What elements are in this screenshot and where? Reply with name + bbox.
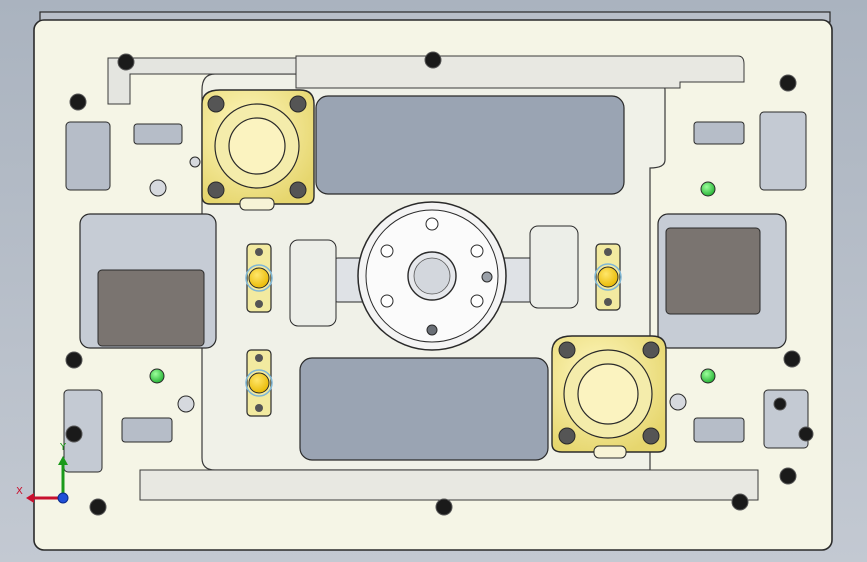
left-rib xyxy=(289,239,337,327)
green-marker[interactable] xyxy=(149,368,165,384)
slot-left-small xyxy=(133,123,183,145)
slot-right-bottom xyxy=(693,417,745,443)
axis-y-label: Y xyxy=(60,442,67,453)
block-right xyxy=(665,227,761,315)
slot-left-bottom xyxy=(121,417,173,443)
rotary-hub[interactable] xyxy=(357,201,507,351)
hole xyxy=(189,156,201,168)
slot-left-top xyxy=(65,121,111,191)
slot-right-small xyxy=(693,121,745,145)
axis-triad xyxy=(26,456,69,504)
pin-right[interactable] xyxy=(594,243,622,311)
green-marker[interactable] xyxy=(700,368,716,384)
clamp-bottom-right[interactable] xyxy=(551,335,667,459)
hole xyxy=(149,179,167,197)
channel-top xyxy=(295,55,745,89)
pin-left-lower[interactable] xyxy=(245,349,273,417)
block-left xyxy=(97,269,205,347)
slot-left-lower xyxy=(63,389,103,473)
hole xyxy=(177,395,195,413)
green-marker[interactable] xyxy=(700,181,716,197)
clamp-top-left[interactable] xyxy=(201,89,315,211)
right-rib xyxy=(529,225,579,309)
mount-screws xyxy=(65,51,814,516)
channel-bottom xyxy=(139,469,759,501)
pin-left-upper[interactable] xyxy=(245,243,273,313)
pocket-bottom xyxy=(299,357,549,461)
axis-x-label: X xyxy=(16,486,23,497)
pocket-top xyxy=(315,95,625,195)
hole xyxy=(669,393,687,411)
slot-right-top xyxy=(759,111,807,191)
